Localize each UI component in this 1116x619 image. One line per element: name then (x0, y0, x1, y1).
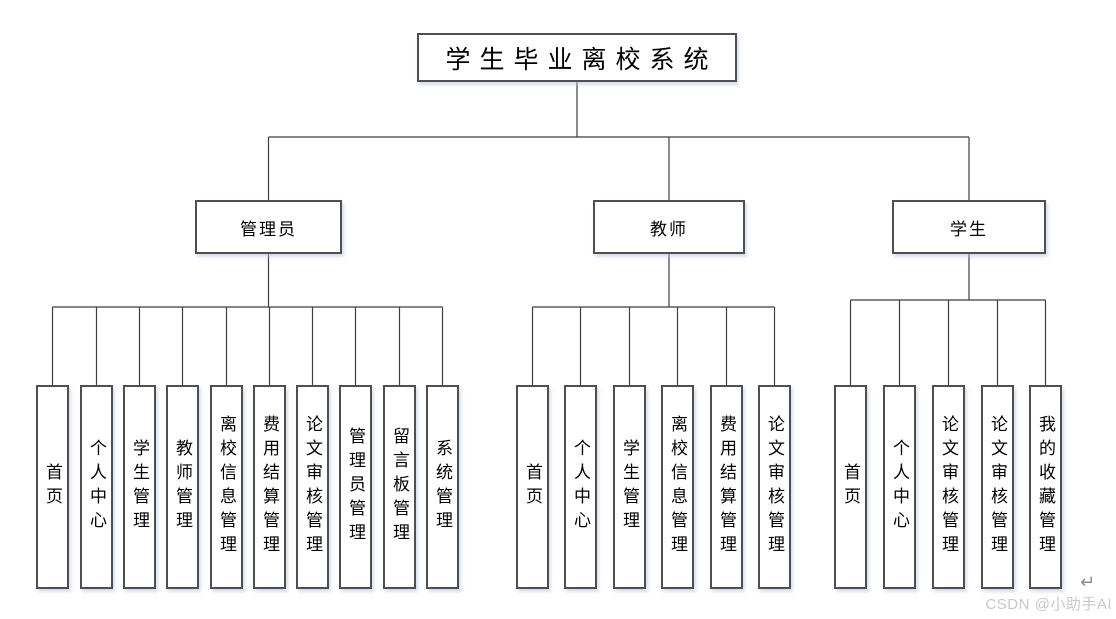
leaf-node-admin-departure-info-mgmt: 离校信息管理 (210, 385, 243, 589)
leaf-node-label: 首页 (43, 463, 62, 511)
leaf-node-student-thesis-review-mgmt-2: 论文审核管理 (981, 385, 1014, 589)
leaf-node-label: 个人中心 (571, 439, 590, 535)
leaf-node-label: 费用结算管理 (717, 415, 736, 559)
leaf-node-admin-student-mgmt: 学生管理 (123, 385, 156, 589)
leaf-node-label: 我的收藏管理 (1036, 415, 1055, 559)
leaf-node-admin-message-board-mgmt: 留言板管理 (383, 385, 416, 589)
leaf-node-label: 学生管理 (620, 439, 639, 535)
branch-node-teacher: 教师 (593, 200, 745, 254)
leaf-node-admin-personal-center: 个人中心 (80, 385, 113, 589)
leaf-node-teacher-thesis-review-mgmt: 论文审核管理 (758, 385, 791, 589)
leaf-node-label: 个人中心 (890, 439, 909, 535)
leaf-node-label: 教师管理 (173, 439, 192, 535)
branch-node-label: 管理员 (240, 219, 297, 239)
leaf-node-label: 离校信息管理 (668, 415, 687, 559)
leaf-node-label: 留言板管理 (390, 427, 409, 547)
leaf-node-label: 个人中心 (87, 439, 106, 535)
leaf-node-teacher-personal-center: 个人中心 (564, 385, 597, 589)
root-node-system-title: 学生毕业离校系统 (417, 33, 737, 82)
leaf-node-teacher-departure-info-mgmt: 离校信息管理 (661, 385, 694, 589)
leaf-node-teacher-fee-settlement-mgmt: 费用结算管理 (710, 385, 743, 589)
leaf-node-admin-thesis-review-mgmt: 论文审核管理 (296, 385, 329, 589)
leaf-node-label: 论文审核管理 (939, 415, 958, 559)
leaf-node-label: 管理员管理 (346, 427, 365, 547)
leaf-node-admin-fee-settlement-mgmt: 费用结算管理 (253, 385, 286, 589)
leaf-node-admin-teacher-mgmt: 教师管理 (166, 385, 199, 589)
branch-node-student: 学生 (892, 200, 1046, 254)
watermark-text: CSDN @小助手AI (985, 596, 1112, 613)
leaf-node-student-my-favorites-mgmt: 我的收藏管理 (1029, 385, 1062, 589)
leaf-node-label: 离校信息管理 (217, 415, 236, 559)
leaf-node-student-personal-center: 个人中心 (883, 385, 916, 589)
root-node-label: 学生毕业离校系统 (445, 46, 718, 74)
leaf-node-student-thesis-review-mgmt-1: 论文审核管理 (932, 385, 965, 589)
branch-node-label: 学生 (950, 219, 988, 239)
branch-node-admin: 管理员 (195, 200, 342, 254)
leaf-node-label: 系统管理 (433, 439, 452, 535)
leaf-node-student-home: 首页 (834, 385, 867, 589)
leaf-node-label: 费用结算管理 (260, 415, 279, 559)
leaf-node-admin-system-mgmt: 系统管理 (426, 385, 459, 589)
return-arrow-icon: ↵ (1080, 572, 1096, 593)
leaf-node-teacher-home: 首页 (516, 385, 549, 589)
branch-node-label: 教师 (650, 219, 688, 239)
leaf-node-label: 论文审核管理 (303, 415, 322, 559)
leaf-node-admin-home: 首页 (36, 385, 69, 589)
leaf-node-admin-admin-mgmt: 管理员管理 (339, 385, 372, 589)
leaf-node-label: 论文审核管理 (765, 415, 784, 559)
leaf-node-label: 首页 (523, 463, 542, 511)
leaf-node-label: 首页 (841, 463, 860, 511)
leaf-node-label: 学生管理 (130, 439, 149, 535)
leaf-node-teacher-student-mgmt: 学生管理 (613, 385, 646, 589)
leaf-node-label: 论文审核管理 (988, 415, 1007, 559)
